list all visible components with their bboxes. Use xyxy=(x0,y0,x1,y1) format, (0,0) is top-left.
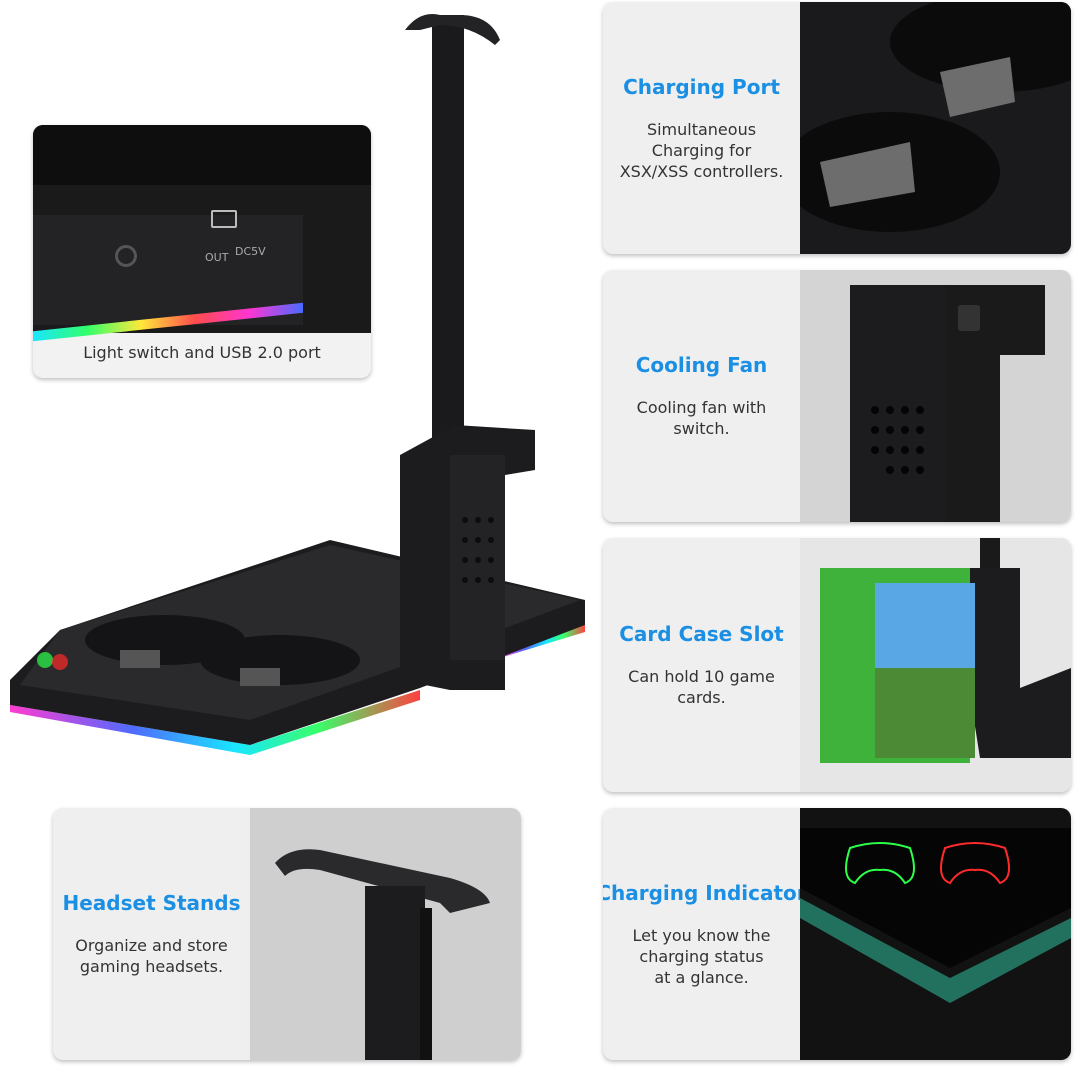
feature-title: Cooling Fan xyxy=(635,353,768,377)
desc-line: charging status xyxy=(639,946,764,966)
desc-line: switch. xyxy=(673,419,730,438)
desc-line: Let you know the xyxy=(632,925,771,945)
feature-title: Headset Stands xyxy=(62,891,241,915)
desc-line: Charging for xyxy=(651,140,752,160)
desc-line: gaming headsets. xyxy=(79,957,224,976)
red-controller-icon xyxy=(940,842,1010,885)
desc-line: at a glance. xyxy=(654,967,749,987)
charging-port-photo xyxy=(800,2,1071,254)
port-label-out: OUT xyxy=(205,251,229,264)
cooling-fan-photo xyxy=(800,270,1071,522)
desc-line: Cooling fan with xyxy=(636,398,767,417)
light-switch-icon xyxy=(115,245,137,267)
product-image xyxy=(0,0,600,800)
green-controller-icon xyxy=(845,842,915,885)
feature-title: Card Case Slot xyxy=(619,622,784,646)
card-case-photo xyxy=(800,538,1071,792)
inset-photo: OUT DC5V xyxy=(33,125,371,342)
desc-line: Organize and store xyxy=(75,936,228,955)
desc-line: Simultaneous xyxy=(646,119,757,139)
desc-line: cards. xyxy=(677,688,726,707)
desc-line: XSX/XSS controllers. xyxy=(619,161,784,181)
feature-title: Charging Port xyxy=(623,74,780,99)
feature-title: Charging Indicator xyxy=(603,880,807,905)
headset-stand-photo xyxy=(250,808,521,1060)
charging-indicator-photo xyxy=(800,808,1071,1060)
usb-port-icon xyxy=(211,210,237,228)
feature-cooling-fan: Cooling Fan Cooling fan with switch. xyxy=(603,270,1071,522)
port-label-dc5v: DC5V xyxy=(235,245,266,258)
feature-card-case-slot: Card Case Slot Can hold 10 game cards. xyxy=(603,538,1071,792)
desc-line: Can hold 10 game xyxy=(628,667,775,686)
inset-caption: Light switch and USB 2.0 port xyxy=(83,343,321,362)
feature-headset-stands: Headset Stands Organize and store gaming … xyxy=(53,808,521,1060)
inset-port-panel: OUT DC5V Light switch and USB 2.0 port xyxy=(33,125,371,378)
